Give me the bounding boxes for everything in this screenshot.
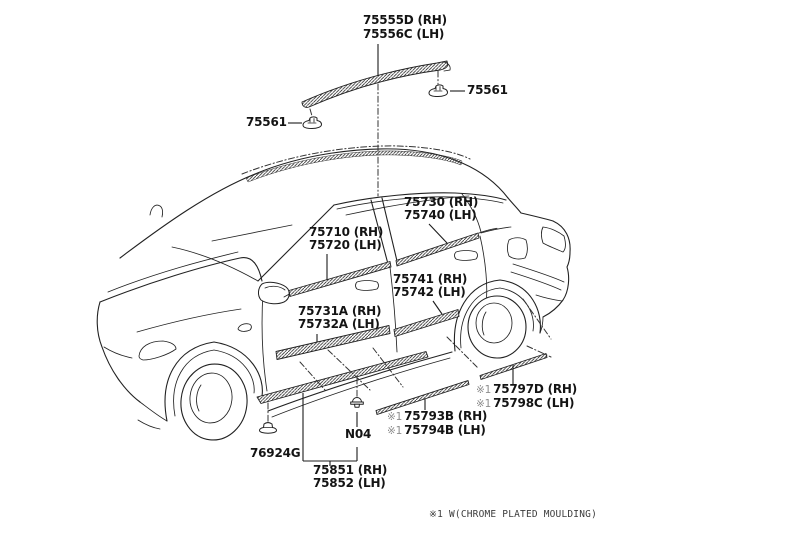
door-mirror bbox=[258, 281, 290, 305]
projection-lines bbox=[267, 70, 552, 423]
moulding-parts bbox=[256, 60, 548, 415]
part-number: N04 bbox=[345, 427, 372, 441]
part-number: 75555D (RH) bbox=[363, 13, 447, 27]
part-label-body-moulding-rear[interactable]: 75741 (RH) 75742 (LH) bbox=[393, 273, 467, 299]
rear-door-handle bbox=[454, 250, 478, 261]
part-number: 76924G bbox=[250, 446, 301, 460]
part-label-body-moulding-front[interactable]: 75731A (RH) 75732A (LH) bbox=[298, 305, 381, 331]
retainer-clip-76924G bbox=[259, 422, 277, 434]
body-moulding-rear-part bbox=[393, 309, 460, 337]
rear-wheel bbox=[467, 295, 527, 359]
part-label-roof-drip-moulding[interactable]: 75555D (RH) 75556C (LH) bbox=[361, 14, 447, 42]
part-label-roof-clip-right[interactable]: 75561 bbox=[467, 84, 508, 97]
roof-moulding-location-line bbox=[241, 145, 471, 175]
part-number: 75732A (LH) bbox=[298, 317, 380, 331]
part-number: 75556C (LH) bbox=[363, 27, 445, 41]
part-number: 75742 (LH) bbox=[393, 285, 466, 299]
part-number: 75720 (LH) bbox=[309, 238, 382, 252]
fuel-lid bbox=[507, 237, 528, 260]
chrome-moulding-footnote: ※1 W(CHROME PLATED MOULDING) bbox=[429, 509, 597, 520]
part-label-belt-moulding-front[interactable]: 75710 (RH) 75720 (LH) bbox=[309, 226, 383, 252]
roof-moulding-clip-right bbox=[428, 84, 448, 97]
antenna bbox=[149, 204, 164, 218]
rocker-moulding-part bbox=[256, 351, 429, 404]
belt-moulding-rear-part bbox=[395, 227, 498, 267]
tail-lamp bbox=[541, 226, 566, 253]
side-signal-lamp bbox=[237, 323, 252, 332]
part-label-rocker-moulding[interactable]: 75851 (RH) 75852 (LH) bbox=[313, 464, 387, 490]
part-number: 75561 bbox=[467, 83, 508, 97]
part-label-bolt[interactable]: N04 bbox=[345, 428, 371, 441]
roof-drip-side-finish-moulding-part bbox=[301, 60, 451, 108]
part-number: 75710 (RH) bbox=[309, 225, 384, 239]
part-number: 75561 bbox=[246, 115, 287, 129]
part-number: 75730 (RH) bbox=[404, 195, 479, 209]
front-wheel bbox=[180, 363, 248, 441]
part-number: 75852 (LH) bbox=[313, 476, 386, 490]
part-number: 75731A (RH) bbox=[298, 304, 382, 318]
car-body-outline bbox=[96, 145, 571, 441]
leader-lines bbox=[288, 44, 514, 466]
part-number: 75741 (RH) bbox=[393, 272, 468, 286]
part-label-retainer-clip[interactable]: 76924G bbox=[250, 446, 301, 460]
bolt-N04 bbox=[350, 397, 364, 408]
belt-moulding-front-part bbox=[288, 261, 392, 297]
roof-moulding-clip-left bbox=[302, 116, 322, 129]
headlamp bbox=[138, 340, 177, 361]
part-number: 75740 (LH) bbox=[404, 208, 477, 222]
part-number: 75851 (RH) bbox=[313, 463, 388, 477]
part-label-belt-moulding-rear[interactable]: 75730 (RH) 75740 (LH) bbox=[404, 196, 478, 222]
roof-drip-moulding-installed bbox=[245, 150, 463, 183]
front-door-handle bbox=[355, 280, 379, 291]
part-label-roof-clip-left[interactable]: 75561 bbox=[246, 116, 287, 129]
